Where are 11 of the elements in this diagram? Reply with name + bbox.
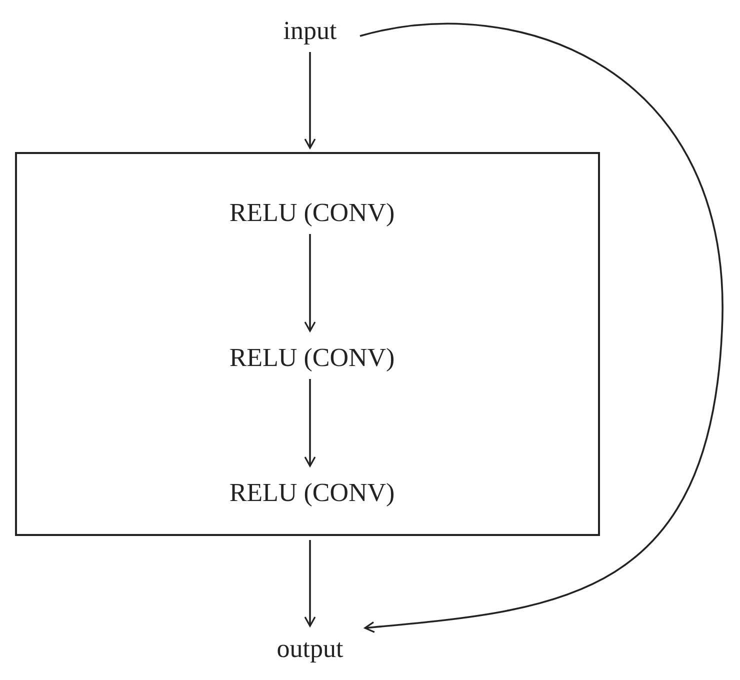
layer-label: RELU (CONV): [202, 472, 422, 512]
arrow: [360, 23, 723, 633]
arrow: [304, 540, 316, 627]
layer-label: input: [260, 12, 360, 48]
block-frame: [15, 152, 600, 536]
arrow: [304, 52, 316, 149]
layer-label: RELU (CONV): [202, 192, 422, 232]
layer-label: RELU (CONV): [202, 337, 422, 377]
arrow: [304, 379, 316, 467]
layer-label: output: [255, 630, 365, 666]
arrow: [304, 234, 316, 332]
